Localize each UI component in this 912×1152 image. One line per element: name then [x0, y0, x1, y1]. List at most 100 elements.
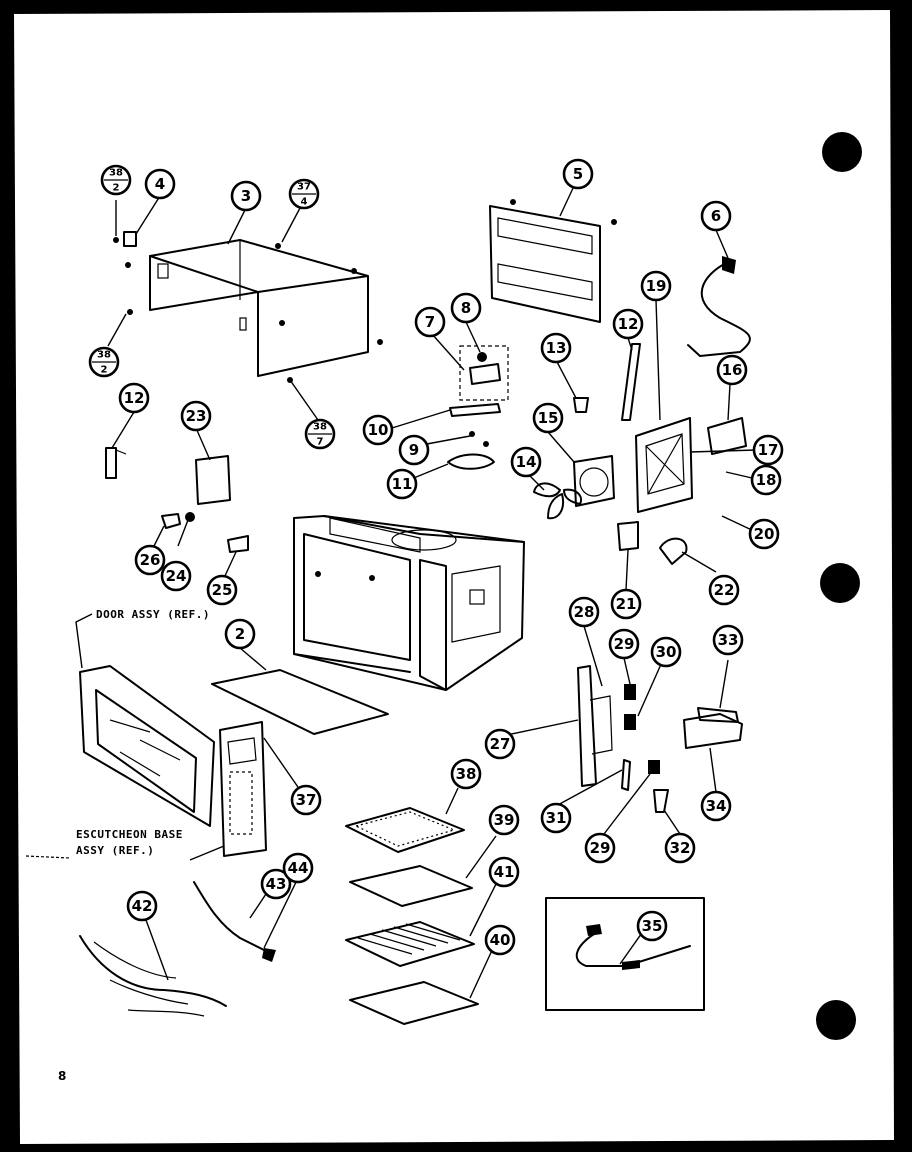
- binder-hole-1: [822, 132, 862, 172]
- callout-c42: 42: [126, 890, 158, 922]
- callout-number: 32: [670, 839, 691, 857]
- svg-text:38: 38: [109, 168, 123, 179]
- callout-c6: 6: [700, 200, 732, 232]
- callout-number: 31: [546, 809, 567, 827]
- callout-c16: 16: [716, 354, 748, 386]
- callout-c9: 9: [398, 434, 430, 466]
- callout-number: 29: [590, 839, 611, 857]
- callout-c20: 20: [748, 518, 780, 550]
- callout-c25: 25: [206, 574, 238, 606]
- callout-c10: 10: [362, 414, 394, 446]
- oven-cavity: [293, 515, 525, 691]
- callout-number: 13: [546, 339, 567, 357]
- callout-c24: 24: [160, 560, 192, 592]
- svg-text:38: 38: [313, 422, 327, 433]
- callout-c27: 27: [484, 728, 516, 760]
- bracket-upper: [621, 343, 641, 421]
- transformer: [707, 417, 747, 455]
- callout-number: 38: [456, 765, 477, 783]
- callout-c29b: 29: [584, 832, 616, 864]
- door-assy-label: DOOR ASSY (REF.): [96, 608, 210, 621]
- callout-number: 22: [714, 581, 735, 599]
- ground-wire: [193, 881, 269, 953]
- callout-fraction-f3: 38 2: [88, 346, 120, 378]
- rack-41: [345, 921, 475, 967]
- callout-number: 34: [706, 797, 727, 815]
- tray-40: [349, 981, 479, 1025]
- callout-number: 6: [711, 207, 721, 225]
- switch-cover-34: [683, 713, 743, 749]
- tray-38: [345, 807, 465, 853]
- callout-number: 27: [490, 735, 511, 753]
- callout-c26: 26: [134, 544, 166, 576]
- callout-c31: 31: [540, 802, 572, 834]
- callout-number: 26: [140, 551, 161, 569]
- svg-text:4: 4: [301, 197, 308, 208]
- callout-number: 23: [186, 407, 207, 425]
- callout-c12b: 12: [612, 308, 644, 340]
- control-panel: [219, 721, 267, 857]
- callout-fraction-f1: 38 2: [100, 164, 132, 196]
- callout-number: 28: [574, 603, 595, 621]
- cavity-floor-glass: [211, 669, 389, 735]
- callout-number: 7: [425, 313, 435, 331]
- callout-c33: 33: [712, 624, 744, 656]
- callout-c28: 28: [568, 596, 600, 628]
- callout-c34: 34: [700, 790, 732, 822]
- callout-number: 19: [646, 277, 667, 295]
- callout-number: 15: [538, 409, 559, 427]
- svg-text:7: 7: [317, 437, 324, 448]
- callout-number: 29: [614, 635, 635, 653]
- callout-c39: 39: [488, 804, 520, 836]
- callout-c4: 4: [144, 168, 176, 200]
- svg-text:2: 2: [113, 183, 120, 194]
- escutcheon-label-2: ASSY (REF.): [76, 844, 154, 857]
- callout-number: 24: [166, 567, 187, 585]
- callout-number: 12: [124, 389, 145, 407]
- callout-number: 10: [368, 421, 389, 439]
- callout-number: 12: [618, 315, 639, 333]
- escutcheon-label-1: ESCUTCHEON BASE: [76, 828, 183, 841]
- callout-number: 37: [296, 791, 317, 809]
- callout-number: 8: [461, 299, 471, 317]
- callout-number: 17: [758, 441, 779, 459]
- callout-c35: 35: [636, 910, 668, 942]
- callout-c5: 5: [562, 158, 594, 190]
- callout-fraction-f2: 37 4: [288, 178, 320, 210]
- latch-lever: [653, 789, 669, 813]
- cabinet-clip: [123, 231, 137, 247]
- callout-c19: 19: [640, 270, 672, 302]
- cooling-fan: [533, 482, 582, 520]
- callout-number: 41: [494, 863, 515, 881]
- callout-number: 30: [656, 643, 677, 661]
- callout-c14: 14: [510, 446, 542, 478]
- outer-cabinet: [149, 239, 369, 377]
- diode-clip: [659, 537, 688, 565]
- chassis-plate: [635, 417, 693, 513]
- callout-number: 35: [642, 917, 663, 935]
- callout-number: 43: [266, 875, 287, 893]
- stirrer-bracket: [449, 403, 501, 417]
- motor-box-dashed: [459, 345, 509, 401]
- callout-c38: 38: [450, 758, 482, 790]
- back-plate: [489, 199, 617, 323]
- callout-number: 16: [722, 361, 743, 379]
- callout-c21: 21: [610, 588, 642, 620]
- callout-c12a: 12: [118, 382, 150, 414]
- callout-c15: 15: [532, 402, 564, 434]
- callout-c2: 2: [224, 618, 256, 650]
- callout-c17: 17: [752, 434, 784, 466]
- callout-number: 4: [155, 175, 165, 193]
- probe-cable: [575, 933, 691, 967]
- page-number: 8: [58, 1069, 66, 1083]
- wire-harness: [79, 935, 227, 1007]
- callout-c44: 44: [282, 852, 314, 884]
- tray-39: [349, 865, 473, 907]
- callout-c29a: 29: [608, 628, 640, 660]
- callout-c18: 18: [750, 464, 782, 496]
- callout-number: 25: [212, 581, 233, 599]
- callout-c23: 23: [180, 400, 212, 432]
- callout-c40: 40: [484, 924, 516, 956]
- callout-c3: 3: [230, 180, 262, 212]
- binder-hole-2: [820, 563, 860, 603]
